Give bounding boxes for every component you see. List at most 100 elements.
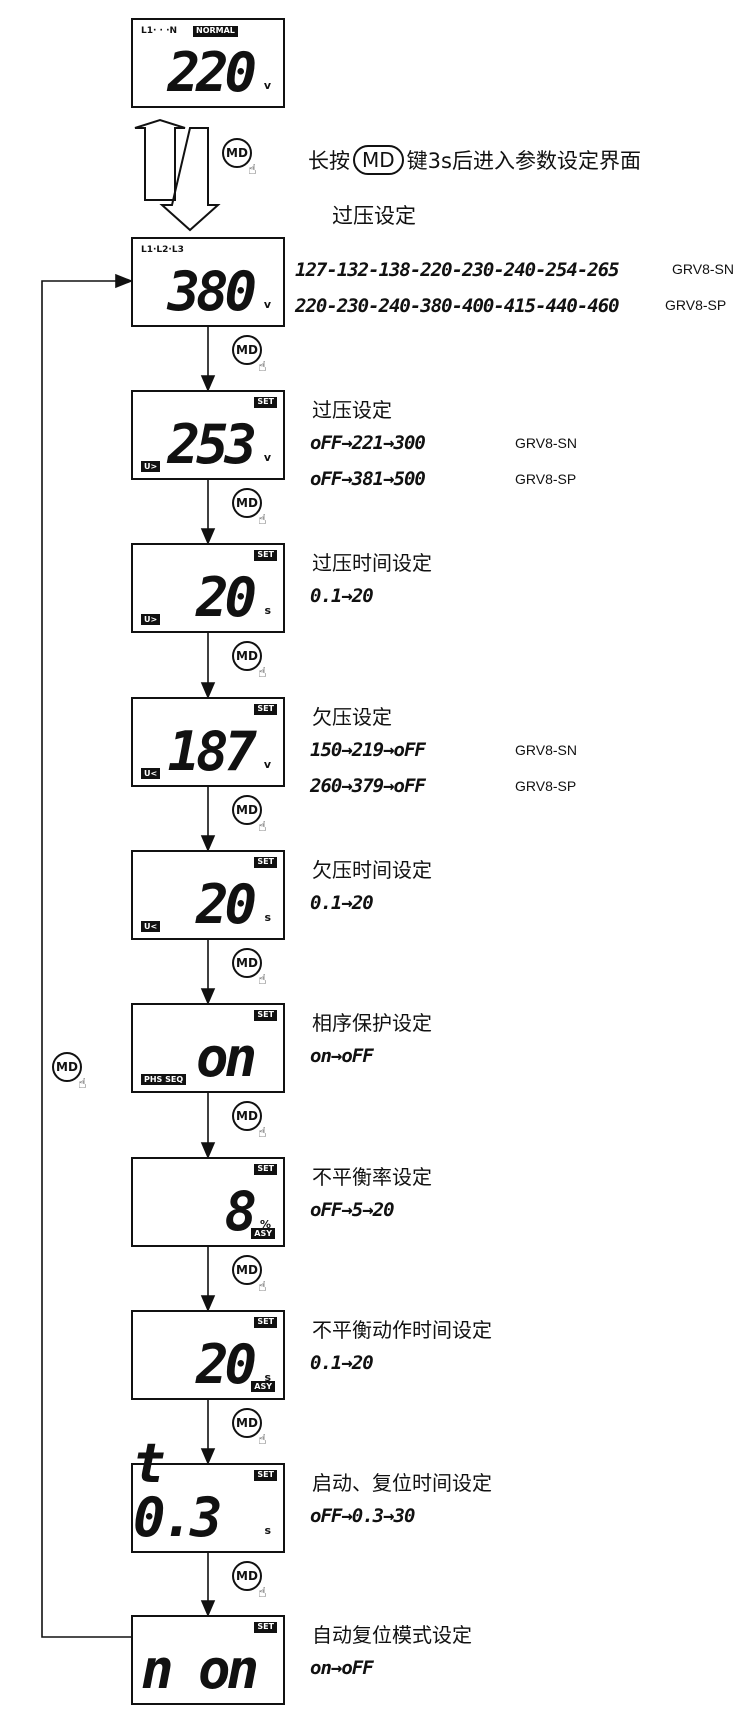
step-label: 不平衡动作时间设定 (312, 1318, 492, 1342)
step-label: 过压设定 (312, 398, 392, 422)
lcd-display-step-10: SET n on (131, 1615, 285, 1705)
value-sequence: 0.1→20 (310, 892, 374, 914)
intro-text: 长按 MD 键3s后进入参数设定界面 (308, 145, 641, 175)
display-unit: s (264, 911, 271, 924)
hand-press-icon: ☝ (258, 819, 267, 835)
mode-tag: U< (141, 768, 161, 779)
flow-arrow-head (200, 1142, 216, 1160)
step-label: 自动复位模式设定 (312, 1623, 472, 1647)
step-label: 不平衡率设定 (312, 1165, 432, 1189)
normal-display: L1· · ·N NORMAL 220 v (131, 18, 285, 108)
md-key-icon[interactable]: MD (232, 795, 262, 825)
display-value: 20 (195, 566, 257, 629)
set-tag: SET (254, 1622, 277, 1633)
display-value: n on (140, 1638, 259, 1701)
set-tag: SET (254, 1010, 277, 1021)
display-unit: v (263, 298, 271, 311)
value-sequence: oFF→381→500 (310, 468, 426, 490)
step-label: 过压时间设定 (312, 551, 432, 575)
value-sequence: 127-132-138-220-230-240-254-265 (295, 259, 620, 281)
flow-arrow-head (200, 375, 216, 393)
mode-tag: U> (141, 614, 161, 625)
display-unit: v (263, 79, 271, 92)
flow-arrow-head (200, 835, 216, 853)
flow-arrow-head (200, 528, 216, 546)
hand-press-icon: ☝ (258, 1585, 267, 1601)
normal-tag: NORMAL (193, 26, 238, 37)
value-sequence: on→oFF (310, 1045, 374, 1067)
mode-tag: U> (141, 461, 161, 472)
lcd-display-step-7: SET 8%ASY (131, 1157, 285, 1247)
hand-press-icon: ☝ (258, 359, 267, 375)
value-sequence: 150→219→oFF (310, 739, 426, 761)
md-key-icon[interactable]: MD (232, 948, 262, 978)
md-key-icon[interactable]: MD (232, 488, 262, 518)
hand-press-icon: ☝ (248, 162, 257, 178)
hand-press-loop-icon: ☝ (78, 1076, 87, 1092)
display-value: 8 (224, 1180, 256, 1243)
hand-press-icon: ☝ (258, 1279, 267, 1295)
flow-arrow-head (200, 1600, 216, 1618)
value-sequence: 260→379→oFF (310, 775, 426, 797)
flow-arrow-head (200, 682, 216, 700)
mode-tag: ASY (251, 1228, 275, 1239)
phase-label: L1· · ·N (141, 26, 178, 36)
mode-tag: U< (141, 921, 161, 932)
display-value: on (195, 1026, 257, 1089)
value-sequence: oFF→0.3→30 (310, 1505, 415, 1527)
step-label: 欠压时间设定 (312, 858, 432, 882)
return-loop-line (41, 273, 134, 1638)
intro-subtitle: 过压设定 (332, 204, 416, 228)
display-unit: v (263, 758, 271, 771)
mode-tag: PHS SEQ (141, 1074, 187, 1085)
hand-press-icon: ☝ (258, 1432, 267, 1448)
set-tag: SET (254, 857, 277, 868)
md-key-icon[interactable]: MD (232, 1408, 262, 1438)
value-sequence: on→oFF (310, 1657, 374, 1679)
flow-arrow-head (200, 1448, 216, 1466)
md-key-icon[interactable]: MD (232, 641, 262, 671)
enter-arrows-icon (134, 118, 221, 232)
md-key-icon[interactable]: MD (232, 1255, 262, 1285)
value-sequence: oFF→221→300 (310, 432, 426, 454)
model-label: GRV8-SN (515, 435, 577, 451)
display-unit: s (264, 1524, 271, 1537)
md-key-loop-icon[interactable]: MD (52, 1052, 82, 1082)
set-tag: SET (254, 1470, 277, 1481)
flow-arrow-head (200, 988, 216, 1006)
set-tag: SET (254, 704, 277, 715)
md-key-icon[interactable]: MD (232, 1101, 262, 1131)
display-unit: s (264, 604, 271, 617)
md-key-icon[interactable]: MD (232, 1561, 262, 1591)
display-unit: v (263, 451, 271, 464)
set-tag: SET (254, 550, 277, 561)
display-value: 20 (195, 873, 257, 936)
model-label: GRV8-SP (515, 471, 577, 487)
value-sequence: oFF→5→20 (310, 1199, 395, 1221)
md-key-icon[interactable]: MD (232, 335, 262, 365)
step-label: 相序保护设定 (312, 1011, 432, 1035)
phase-label: L1·L2·L3 (141, 245, 184, 255)
step-label: 欠压设定 (312, 705, 392, 729)
set-tag: SET (254, 1164, 277, 1175)
display-value: 187 (167, 720, 257, 783)
display-unit: % (259, 1218, 271, 1231)
model-label: GRV8-SN (515, 742, 577, 758)
display-value: t 0.3 (133, 1432, 223, 1549)
md-key-inline: MD (353, 145, 404, 175)
hand-press-icon: ☝ (258, 972, 267, 988)
set-tag: SET (254, 397, 277, 408)
hand-press-icon: ☝ (258, 1125, 267, 1141)
display-value: 253 (167, 413, 257, 476)
set-tag: SET (254, 1317, 277, 1328)
display-value: 220 (167, 41, 257, 104)
md-key-icon[interactable]: MD (222, 138, 252, 168)
